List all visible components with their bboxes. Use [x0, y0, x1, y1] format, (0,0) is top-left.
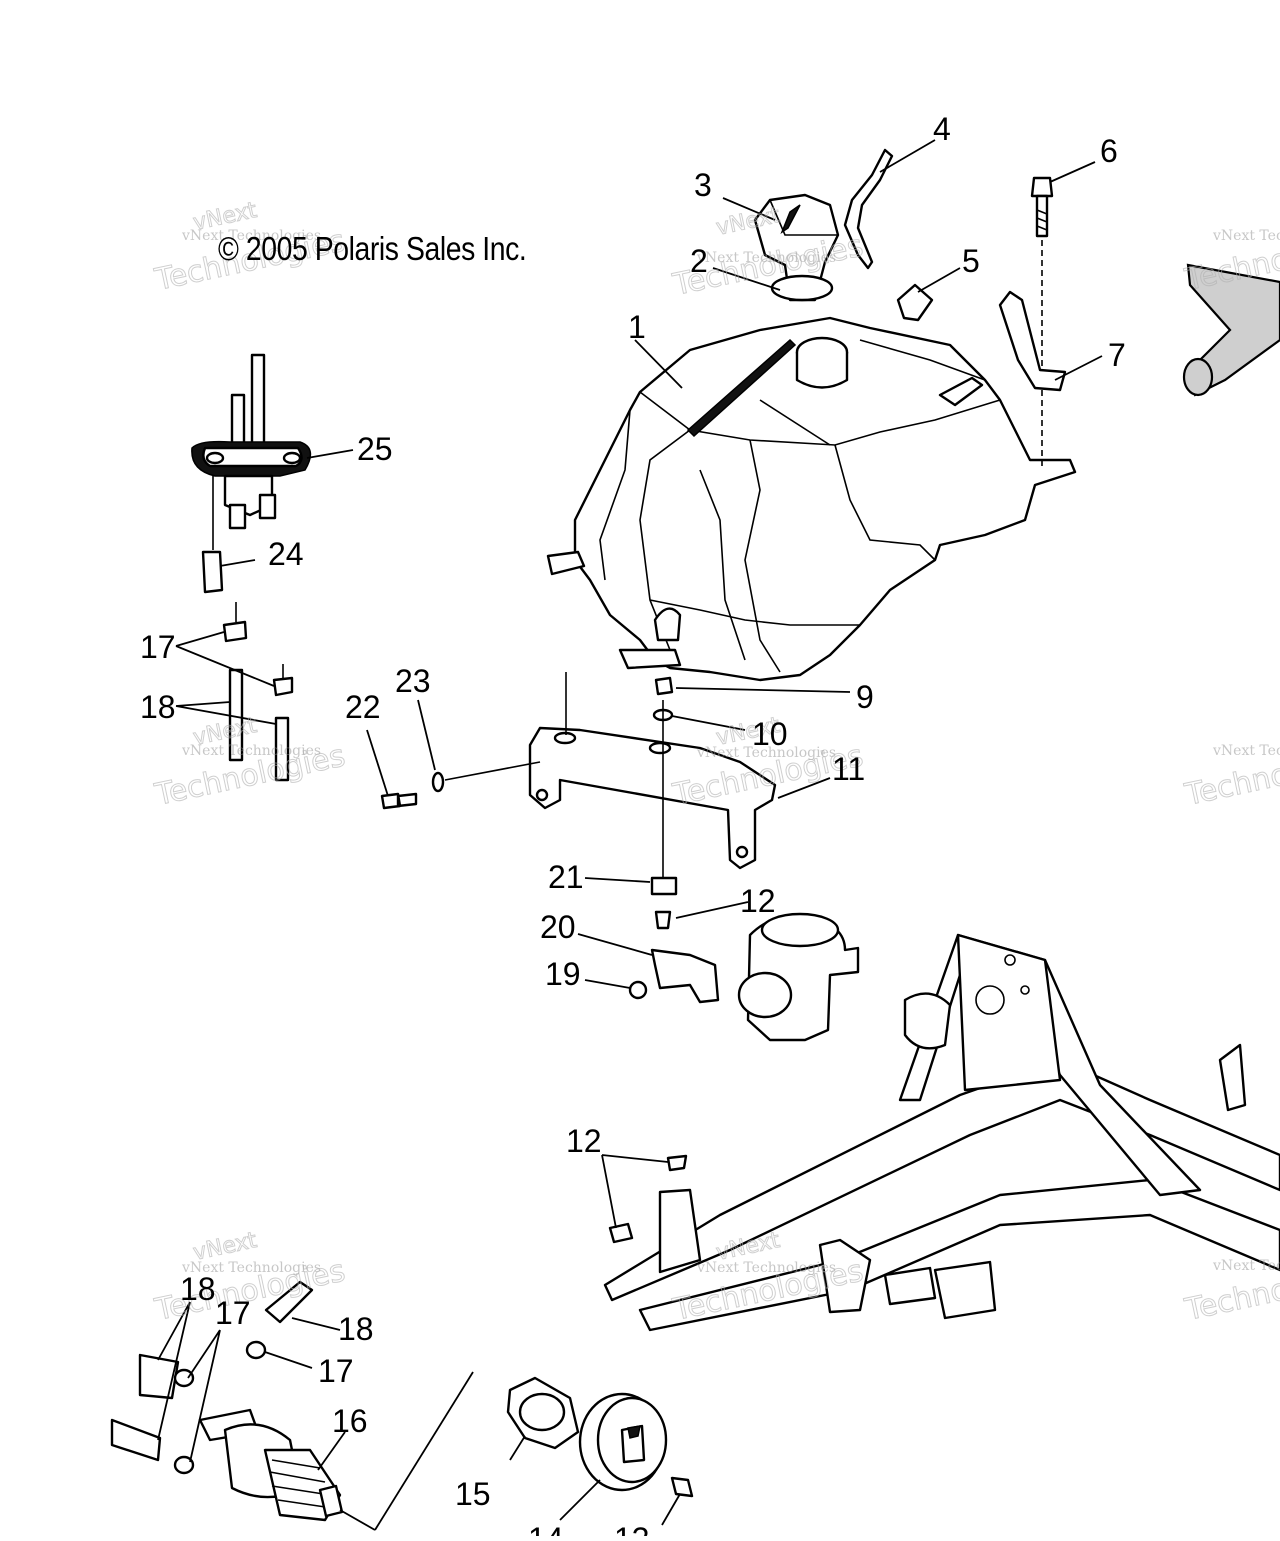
- fuel-cap: [753, 193, 840, 302]
- callout-18-lower-right: 18: [338, 1311, 374, 1347]
- watermark-text: vNext Technologies: [696, 1260, 836, 1276]
- callout-11: 11: [832, 751, 865, 787]
- grip-end: [1182, 357, 1214, 397]
- screw-12-lower: [608, 1222, 634, 1244]
- callout-9: 9: [856, 679, 874, 715]
- screw-24: [201, 550, 224, 594]
- callout-7: 7: [1108, 337, 1126, 373]
- vent-hose: [843, 148, 894, 270]
- fuel-pump-assembly: [110, 1280, 376, 1531]
- callout-14: 14: [528, 1521, 564, 1536]
- watermark-text: vNext Technologies: [1212, 743, 1280, 759]
- callout-5: 5: [962, 243, 980, 279]
- callout-24: 24: [268, 536, 304, 572]
- watermark-text: vNext Technologies: [1212, 1258, 1280, 1274]
- screw-19: [628, 980, 648, 1000]
- washer-23: [431, 771, 445, 793]
- callout-22: 22: [345, 689, 381, 725]
- copyright-notice: © 2005 Polaris Sales Inc.: [218, 230, 527, 267]
- callout-13: 13: [614, 1521, 650, 1536]
- bushing-12-upper: [654, 910, 672, 930]
- callout-12-lower: 12: [566, 1123, 602, 1159]
- callout-21: 21: [548, 859, 584, 895]
- watermark-text: vNext Technologies: [181, 743, 321, 759]
- callout-20: 20: [540, 909, 576, 945]
- bolt-6: [1030, 176, 1054, 470]
- bushing-12-lower: [666, 1154, 688, 1172]
- callout-17-lower-right: 17: [318, 1353, 354, 1389]
- bracket-7: [998, 290, 1067, 392]
- callout-18-upper: 18: [140, 689, 176, 725]
- vehicle-frame: [603, 933, 1280, 1332]
- callout-17-lower-left: 17: [215, 1295, 251, 1331]
- callouts: 1 2 3 4 5 6 7 9 10 11 12 12 13 14 15 16 …: [140, 111, 1126, 1541]
- bracket-20: [650, 948, 720, 1004]
- callout-4: 4: [933, 111, 951, 147]
- leader-lines: [157, 139, 1103, 1526]
- watermark-text: vNext Technologies: [181, 1260, 321, 1276]
- callout-12-upper: 12: [740, 883, 776, 919]
- watermark-text: vNext Technologies: [181, 228, 321, 244]
- screw-13: [670, 1476, 694, 1498]
- callout-6: 6: [1100, 133, 1118, 169]
- fuel-tank: [546, 316, 1077, 682]
- bolt-22: [380, 792, 418, 810]
- callout-15: 15: [455, 1476, 491, 1512]
- fuel-valve: [191, 353, 312, 550]
- callout-1: 1: [628, 309, 646, 345]
- callout-10: 10: [752, 716, 788, 752]
- nut-9: [654, 676, 674, 696]
- watermark-text: vNext Technologies: [696, 745, 836, 761]
- callout-16: 16: [332, 1403, 368, 1439]
- watermark-text: vNext Technologies: [696, 250, 836, 266]
- watermark-text: vNext Technologies: [1212, 228, 1280, 244]
- clamps-hoses-upper: [222, 602, 294, 782]
- pump-housing: [578, 1392, 668, 1492]
- callout-3: 3: [694, 167, 712, 203]
- tank-mount-bracket: [528, 672, 777, 870]
- callout-19: 19: [545, 956, 581, 992]
- pump-cover: [506, 1376, 580, 1450]
- callout-25: 25: [357, 431, 393, 467]
- vent-fitting: [896, 283, 934, 322]
- callout-18-lower-left: 18: [180, 1271, 216, 1307]
- callout-17-upper: 17: [140, 629, 176, 665]
- grommet-21: [650, 876, 678, 896]
- callout-2: 2: [690, 243, 708, 279]
- callout-23: 23: [395, 663, 431, 699]
- carburetor: [737, 912, 860, 1042]
